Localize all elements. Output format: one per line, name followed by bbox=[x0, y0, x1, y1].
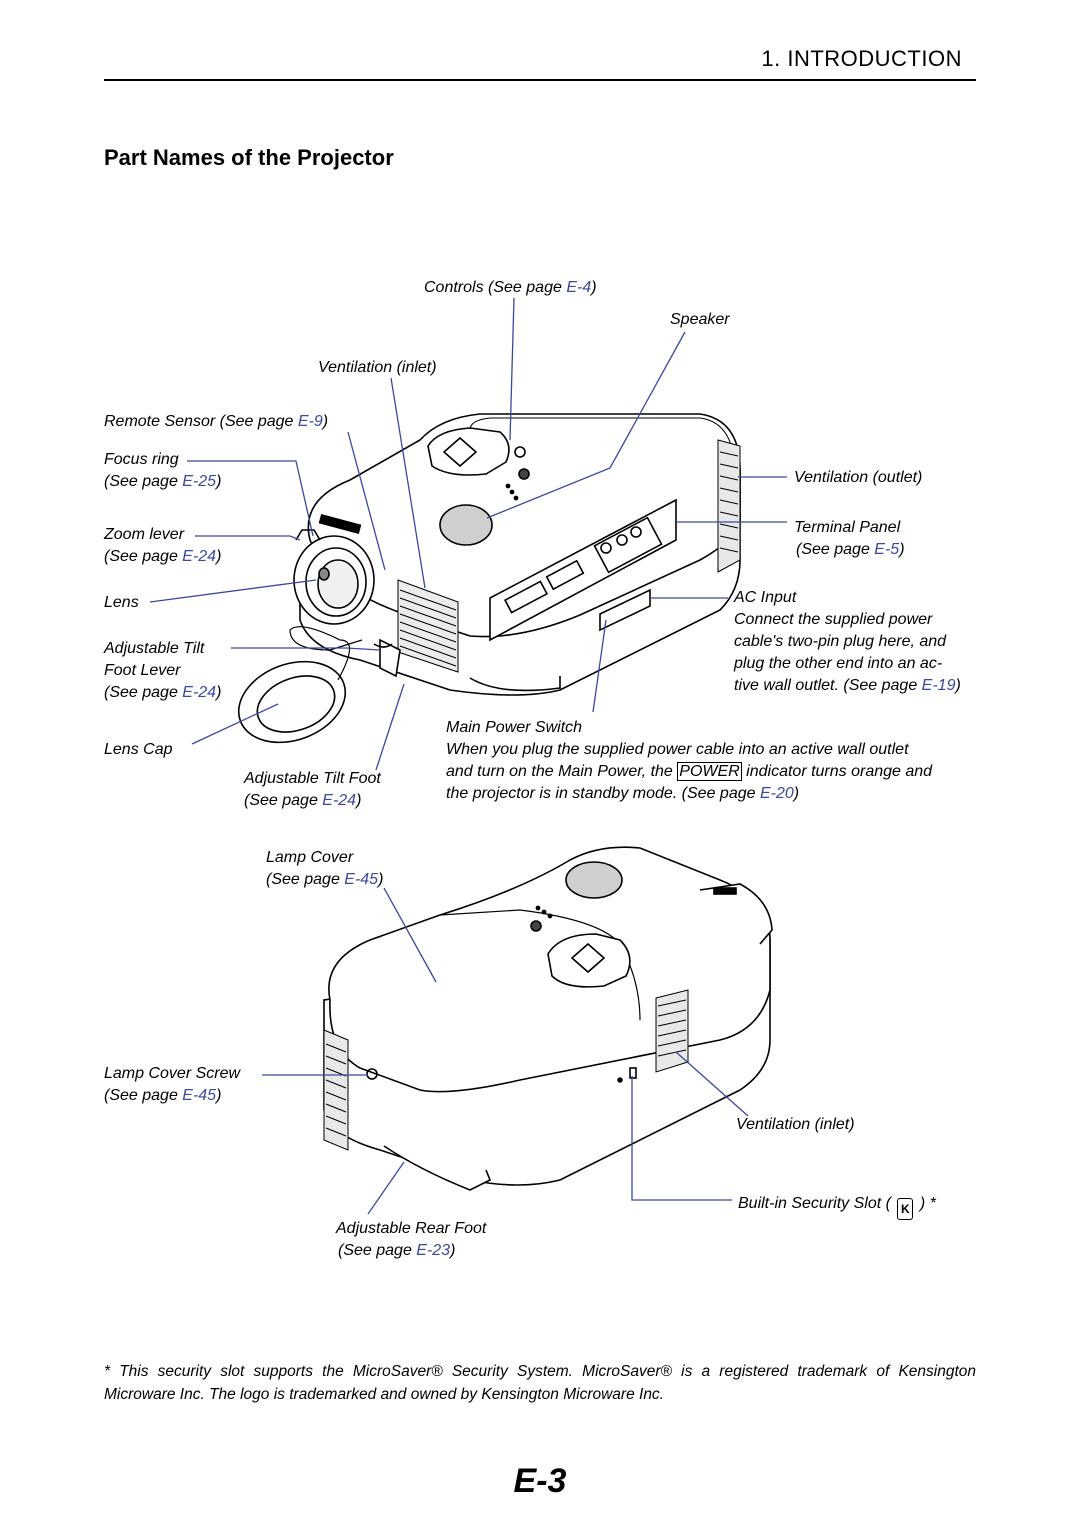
link-terminal-page[interactable]: E-5 bbox=[874, 541, 900, 558]
label-zoom-lever-ref: (See page E-24) bbox=[104, 548, 222, 565]
page-title: Part Names of the Projector bbox=[104, 145, 394, 170]
label-focus-ring-ref: (See page E-25) bbox=[104, 473, 222, 490]
label-main-power-switch: Main Power Switch bbox=[446, 719, 583, 736]
main-power-line-1: When you plug the supplied power cable i… bbox=[446, 741, 909, 758]
label-lamp-screw-see: (See page bbox=[104, 1087, 183, 1104]
ac-desc-line-3: plug the other end into an ac- bbox=[734, 655, 943, 672]
label-focus-ring: Focus ring bbox=[104, 451, 179, 468]
kensington-lock-icon: K bbox=[897, 1198, 914, 1220]
ac-desc-line-2: cable's two-pin plug here, and bbox=[734, 633, 947, 650]
label-tilt-foot-see: (See page bbox=[244, 792, 323, 809]
ac-desc-line-1: Connect the supplied power bbox=[734, 611, 933, 628]
label-tilt-lever-see: (See page bbox=[104, 684, 183, 701]
label-ventilation-inlet-bottom: Ventilation (inlet) bbox=[736, 1116, 855, 1133]
label-tilt-lever-2: Foot Lever bbox=[104, 662, 181, 679]
section-heading: 1. INTRODUCTION bbox=[761, 46, 962, 71]
label-terminal-panel-ref: (See page E-5) bbox=[796, 541, 905, 558]
label-controls: Controls (See page E-4) bbox=[424, 279, 597, 296]
label-tilt-foot: Adjustable Tilt Foot bbox=[244, 770, 381, 787]
link-focus-page[interactable]: E-25 bbox=[182, 473, 217, 490]
power-indicator-label: POWER bbox=[677, 762, 742, 781]
label-security-slot: Built-in Security Slot ( K ) * bbox=[738, 1193, 936, 1220]
link-controls-page[interactable]: E-4 bbox=[566, 279, 592, 296]
link-remote-sensor-page[interactable]: E-9 bbox=[297, 413, 323, 430]
link-ac-page[interactable]: E-19 bbox=[921, 677, 956, 694]
label-terminal-panel: Terminal Panel bbox=[794, 519, 901, 536]
label-terminal-see: (See page bbox=[796, 541, 875, 558]
label-lamp-cover-ref: (See page E-45) bbox=[266, 871, 384, 888]
label-lamp-cover: Lamp Cover bbox=[266, 849, 354, 866]
label-tilt-lever-ref: (See page E-24) bbox=[104, 684, 222, 701]
label-ac-input: AC Input bbox=[734, 589, 797, 606]
ac-desc-line-4-text: tive wall outlet. (See page bbox=[734, 677, 922, 694]
label-zoom-lever: Zoom lever bbox=[104, 526, 185, 543]
projector-front-view bbox=[237, 413, 741, 744]
label-security-slot-text: Built-in Security Slot ( bbox=[738, 1195, 896, 1212]
label-lens-cap: Lens Cap bbox=[104, 741, 173, 758]
label-speaker: Speaker bbox=[670, 311, 730, 328]
label-rear-foot: Adjustable Rear Foot bbox=[336, 1220, 487, 1237]
callout-lines bbox=[149, 297, 787, 1215]
label-ventilation-outlet: Ventilation (outlet) bbox=[794, 469, 923, 486]
main-power-line-3-text: the projector is in standby mode. (See p… bbox=[446, 785, 760, 802]
label-remote-sensor-text: Remote Sensor (See page bbox=[104, 413, 298, 430]
label-rear-foot-ref: (See page E-23) bbox=[338, 1242, 456, 1259]
label-tilt-lever-1: Adjustable Tilt bbox=[104, 640, 205, 657]
main-power-line-2: and turn on the Main Power, the POWER in… bbox=[446, 761, 932, 783]
projector-rear-view bbox=[323, 846, 773, 1191]
ac-desc-line-4: tive wall outlet. (See page E-19) bbox=[734, 677, 961, 694]
main-power-line-3: the projector is in standby mode. (See p… bbox=[446, 785, 800, 802]
link-zoom-page[interactable]: E-24 bbox=[182, 548, 217, 565]
link-tilt-lever-page[interactable]: E-24 bbox=[182, 684, 217, 701]
page-number: E-3 bbox=[513, 1462, 567, 1500]
label-lamp-cover-screw-ref: (See page E-45) bbox=[104, 1087, 222, 1104]
footnote: * This security slot supports the MicroS… bbox=[104, 1363, 976, 1403]
label-tilt-foot-ref: (See page E-24) bbox=[244, 792, 362, 809]
header-rule bbox=[104, 79, 976, 81]
label-lens: Lens bbox=[104, 594, 139, 611]
link-lamp-cover-page[interactable]: E-45 bbox=[344, 871, 379, 888]
link-lamp-screw-page[interactable]: E-45 bbox=[182, 1087, 217, 1104]
label-rear-foot-see: (See page bbox=[338, 1242, 417, 1259]
label-remote-sensor: Remote Sensor (See page E-9) bbox=[104, 413, 329, 430]
label-focus-see: (See page bbox=[104, 473, 183, 490]
link-tilt-foot-page[interactable]: E-24 bbox=[322, 792, 357, 809]
label-security-tail: ) * bbox=[915, 1195, 936, 1212]
main-power-line-2b: indicator turns orange and bbox=[741, 763, 933, 780]
label-lamp-cover-see: (See page bbox=[266, 871, 345, 888]
label-zoom-see: (See page bbox=[104, 548, 183, 565]
label-controls-text: Controls (See page bbox=[424, 279, 567, 296]
link-rear-foot-page[interactable]: E-23 bbox=[416, 1242, 451, 1259]
link-main-power-page[interactable]: E-20 bbox=[759, 785, 794, 802]
label-lamp-cover-screw: Lamp Cover Screw bbox=[104, 1065, 241, 1082]
label-ventilation-inlet-top: Ventilation (inlet) bbox=[318, 359, 437, 376]
main-power-line-2a: and turn on the Main Power, the bbox=[446, 763, 678, 780]
